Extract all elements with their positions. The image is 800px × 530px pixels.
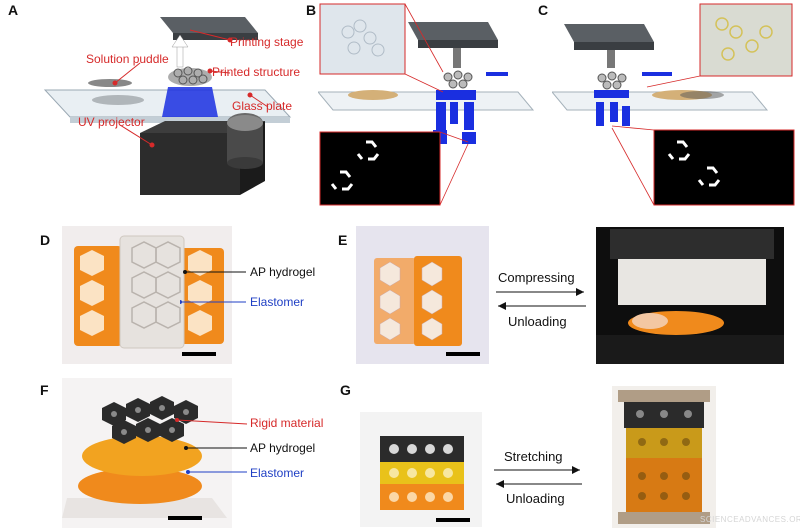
label-printed-structure: Printed structure	[212, 65, 301, 79]
label-uv-projector: UV projector	[78, 115, 145, 129]
scale-bar	[182, 352, 216, 356]
label-e-unloading: Unloading	[508, 314, 567, 329]
panel-label-f: F	[40, 382, 49, 398]
label-d-elastomer: Elastomer	[250, 295, 305, 309]
panel-f-leader-lines	[175, 418, 248, 474]
label-d-ap-hydrogel: AP hydrogel	[250, 265, 316, 279]
label-f-elastomer: Elastomer	[250, 466, 305, 480]
scale-bar	[436, 518, 470, 522]
panel-a-illustration	[43, 17, 292, 195]
label-glass-plate: Glass plate	[232, 99, 293, 113]
panel-label-b: B	[306, 2, 317, 18]
panel-g-photo-left	[360, 412, 482, 527]
label-f-ap-hydrogel: AP hydrogel	[250, 441, 316, 455]
label-f-rigid-material: Rigid material	[250, 416, 324, 430]
panel-label-c: C	[538, 2, 549, 18]
label-compressing: Compressing	[498, 270, 575, 285]
panel-label-e: E	[338, 232, 348, 248]
watermark: SCIENCEADVANCES.ORG	[700, 515, 800, 524]
scale-bar	[446, 352, 480, 356]
panel-e-photo-left	[356, 226, 489, 364]
scale-bar	[168, 516, 202, 520]
panel-label-g: G	[340, 382, 351, 398]
panel-c-illustration	[552, 3, 795, 206]
panel-f-photo	[62, 378, 232, 528]
label-solution-puddle: Solution puddle	[86, 52, 169, 66]
panel-b-illustration	[318, 3, 535, 206]
label-stretching: Stretching	[504, 449, 563, 464]
panel-label-d: D	[40, 232, 51, 248]
panel-d-leader-lines	[180, 270, 246, 304]
panel-d-photo	[62, 226, 232, 364]
panel-e-photo-right	[596, 227, 784, 364]
panel-g-arrows	[494, 466, 582, 488]
panel-label-a: A	[8, 2, 19, 18]
label-g-unloading: Unloading	[506, 491, 565, 506]
label-printing-stage: Printing stage	[230, 35, 304, 49]
panel-e-arrows	[496, 288, 586, 310]
panel-g-photo-right	[612, 386, 716, 528]
